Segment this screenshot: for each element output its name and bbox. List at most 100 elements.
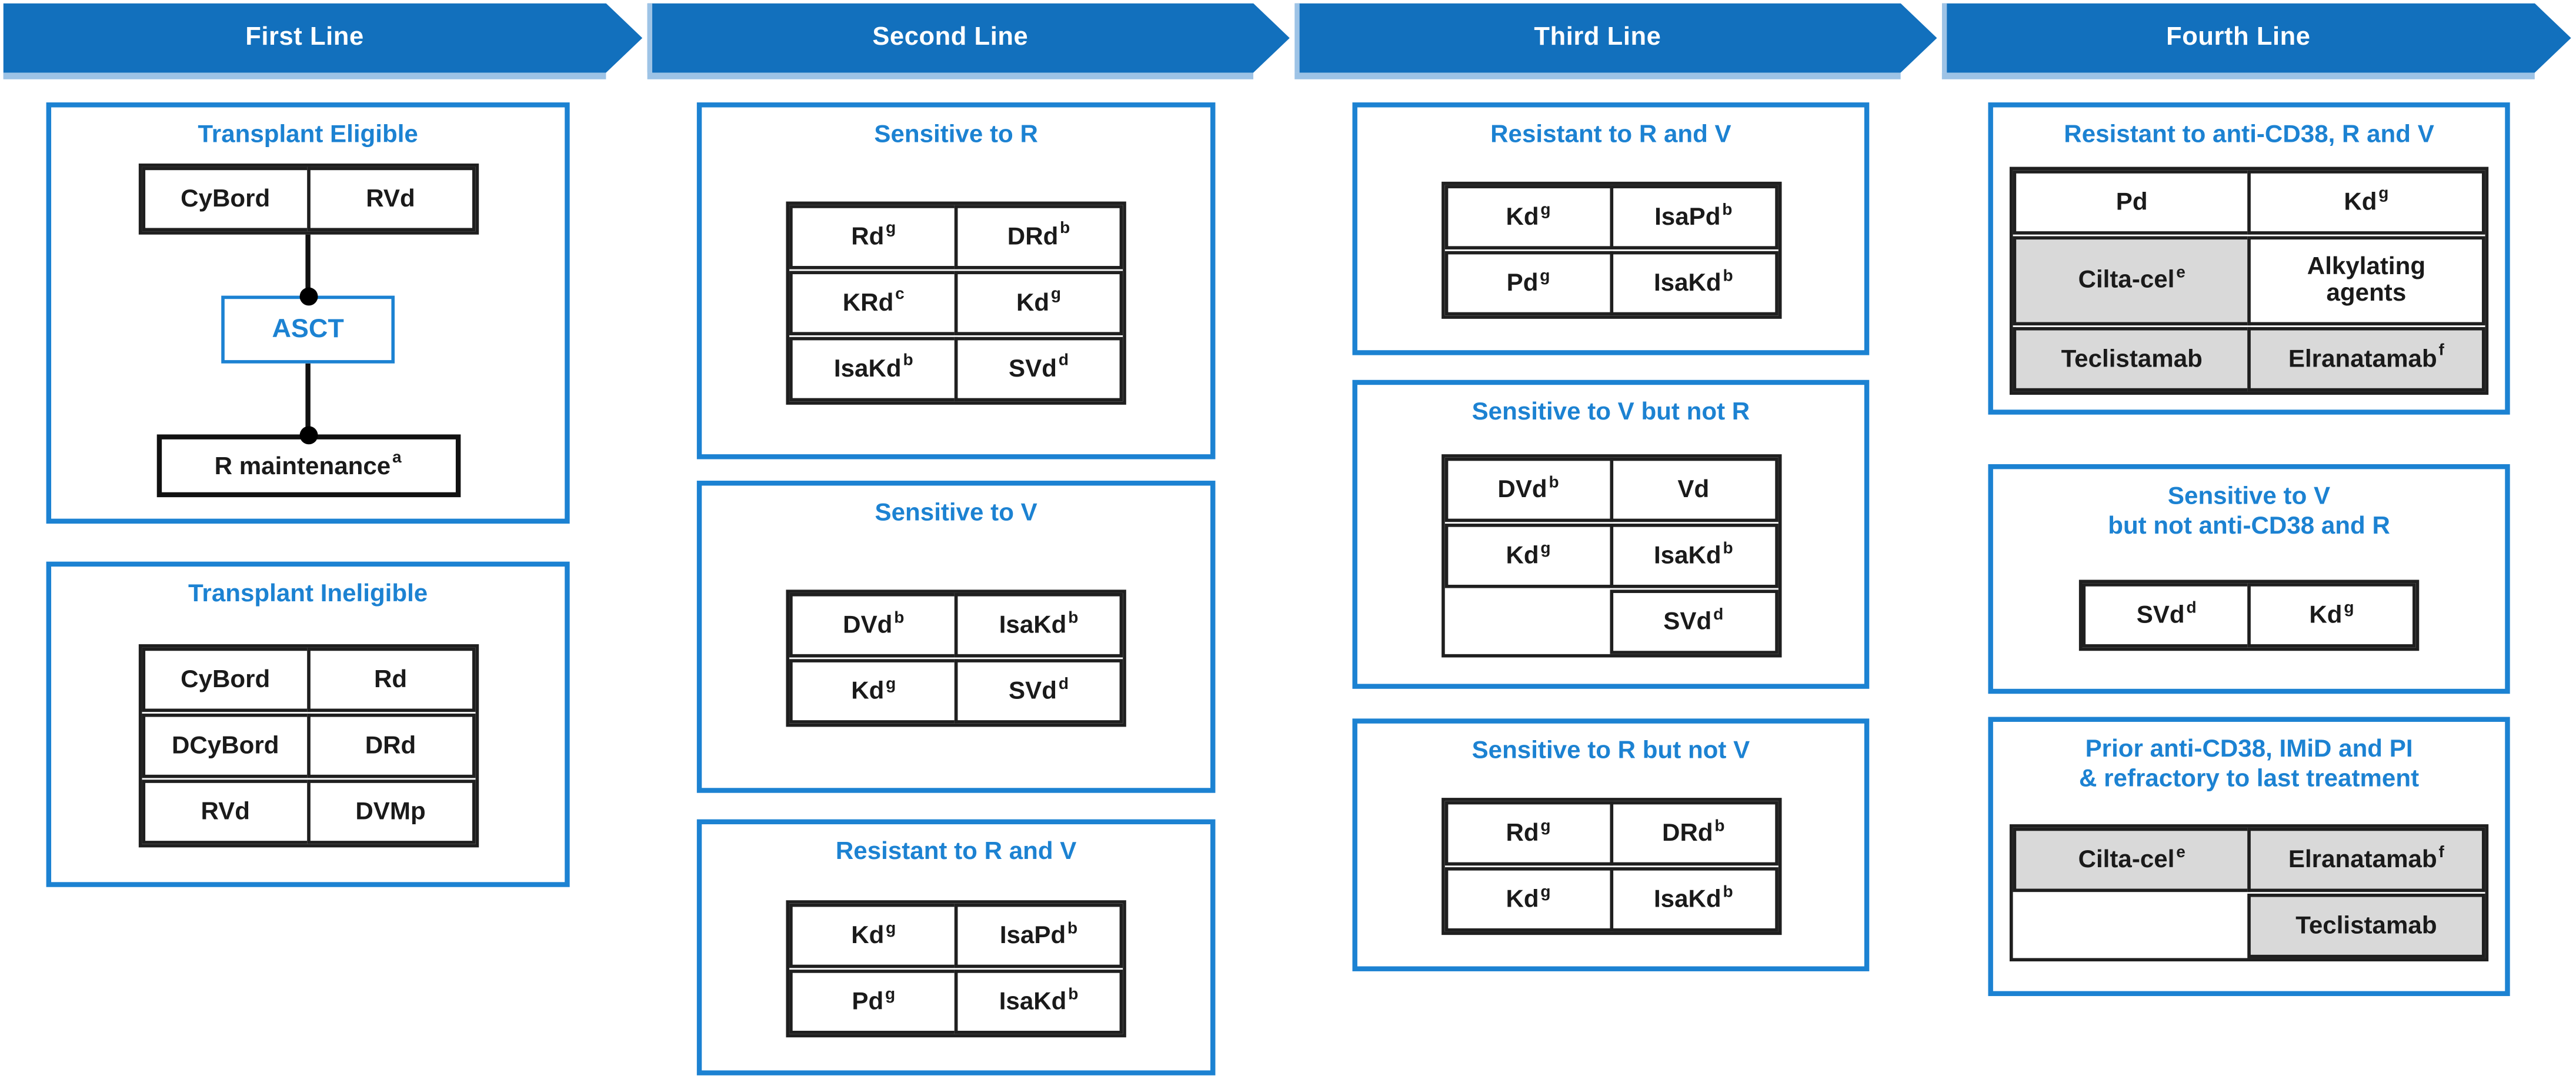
header-arrow-label: Fourth Line (2166, 23, 2311, 52)
regimen-text: Teclistamab (2061, 344, 2203, 373)
regimen-cell: Rd (306, 647, 475, 712)
regimen-text: DRd (365, 731, 416, 760)
connector-dot (299, 426, 318, 445)
arrow-underline (3, 72, 606, 79)
panel-title: Prior anti-CD38, IMiD and PI& refractory… (2079, 735, 2420, 793)
regimen-text: Kd (1016, 288, 1050, 317)
table-row: CyBord RVd (141, 166, 475, 232)
regimen-text: IsaKd (999, 987, 1067, 1016)
regimen-text: Kd (1506, 885, 1539, 914)
panel-title: Resistant to R and V (1490, 120, 1731, 149)
regimen-cell: RVd (141, 780, 310, 844)
regimen-text: SVd (1009, 677, 1057, 705)
table-row: Teclistamab (2013, 893, 2485, 958)
regimen-text: Pd (852, 987, 884, 1016)
regimen-cell: CyBord (141, 166, 310, 232)
header-arrow-third-line: Third Line (1294, 4, 1937, 73)
table-row: DCyBord DRd (141, 713, 475, 778)
regimen-cell: DCyBord (141, 713, 310, 778)
header-arrow-label: Third Line (1534, 23, 1661, 52)
panel-prior-anti-cd38-imid-and-pi: Prior anti-CD38, IMiD and PI& refractory… (1988, 717, 2510, 997)
regimen-text: Kd (1506, 203, 1539, 232)
regimen-text: Teclistamab (2295, 911, 2437, 940)
asct-node: ASCT (221, 295, 395, 364)
regimen-text: Elranatamab (2288, 344, 2437, 373)
regimen-text: R maintenance (214, 451, 391, 480)
regimen-text: IsaKd (833, 354, 902, 382)
header-arrow-fourth-line: Fourth Line (1942, 4, 2571, 73)
regimen-text: Kd (2344, 187, 2377, 216)
regimen-text: Elranatamab (2288, 845, 2437, 874)
regimen-text: IsaPd (999, 921, 1066, 950)
connector-line (299, 234, 318, 306)
regimen-text: Vd (1677, 475, 1710, 504)
regimen-text: SVd (2136, 601, 2185, 630)
regimen-text: SVd (1663, 608, 1712, 636)
regimen-cell: Vd (1609, 457, 1778, 522)
regimen-cell: DVMp (306, 780, 475, 844)
connector-line (299, 363, 318, 445)
regimen-text: Alkylating agents (2307, 252, 2426, 307)
arrow-underline (1941, 72, 2535, 79)
regimen-text: DRd (1007, 222, 1059, 251)
regimen-text: RVd (366, 185, 415, 214)
regimen-text: RVd (201, 798, 250, 826)
panel-title: Sensitive to V but not R (1471, 398, 1750, 427)
header-arrow-second-line: Second Line (648, 4, 1290, 73)
regimen-text: IsaKd (999, 611, 1067, 640)
panel-title: Sensitive to R but not V (1471, 737, 1750, 765)
regimen-text: Rd (1506, 819, 1539, 848)
regimen-text: CyBord (181, 665, 271, 694)
arrow-underline (647, 72, 1254, 79)
regimen-text: Kd (851, 921, 885, 950)
regimen-text: DRd (1662, 819, 1713, 848)
regimen-text: KRd (842, 288, 894, 317)
header-arrow-first-line: First Line (4, 4, 643, 73)
